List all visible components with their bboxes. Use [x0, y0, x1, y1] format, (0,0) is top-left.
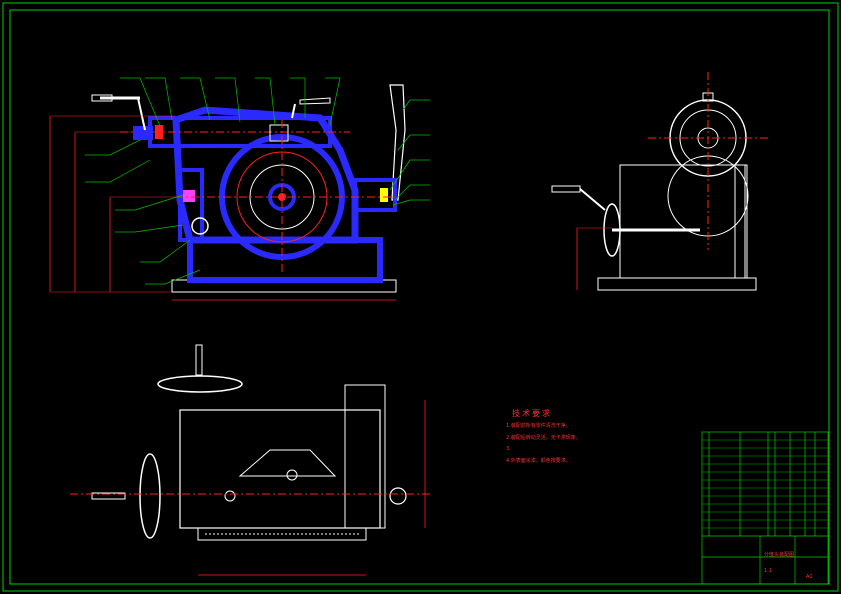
lever-highlight [380, 188, 388, 202]
crank-link-right [291, 103, 296, 119]
side-view [551, 72, 770, 291]
parts-list-rows [702, 439, 828, 529]
top-view [70, 344, 430, 576]
tech-note-line: 2.装配后转动灵活，无卡滞现象。 [506, 435, 581, 441]
top-spindle-nose [389, 487, 407, 505]
top-pin-left [224, 490, 236, 502]
front-section-view [49, 77, 430, 301]
bearing-left [155, 125, 163, 139]
side-body [619, 164, 746, 279]
top-crank-vertical [195, 344, 203, 376]
crank-handle-left [91, 94, 113, 102]
inner-border [9, 9, 830, 585]
base-body [187, 237, 383, 283]
magenta-part [183, 190, 195, 202]
side-scale [734, 164, 748, 279]
top-body [179, 409, 381, 529]
lever [389, 84, 406, 201]
tech-notes-title: 技术要求 [512, 409, 552, 418]
tech-note-line: 4.外表面涂漆，颜色按要求。 [506, 458, 571, 464]
top-handwheel-top [157, 375, 243, 393]
lever-block [353, 178, 397, 212]
drawing-scale: 1:1 [764, 568, 773, 574]
leader-lines-front [85, 77, 430, 285]
top-crank-left [91, 492, 126, 500]
bearing-right [269, 124, 289, 142]
top-pin-center [286, 469, 298, 481]
worm-shaft-end [133, 126, 153, 140]
crank-handle-right [299, 97, 331, 105]
tech-note-line: 3. [506, 446, 511, 452]
sheet-size: A1 [806, 574, 813, 580]
top-flange [344, 384, 386, 529]
side-crank [551, 185, 581, 193]
left-gear-box [178, 168, 204, 242]
crank-link-left [137, 97, 146, 131]
drawing-name: 分度头装配图 [764, 552, 795, 558]
tech-note-line: 1.装配前所有零件清洗干净。 [506, 423, 571, 429]
top-handwheel-left [139, 453, 161, 539]
side-crank-arm [579, 188, 606, 211]
title-block [701, 431, 829, 585]
top-dividing-cone [238, 449, 337, 477]
small-gear [191, 217, 209, 235]
side-base [597, 277, 757, 291]
